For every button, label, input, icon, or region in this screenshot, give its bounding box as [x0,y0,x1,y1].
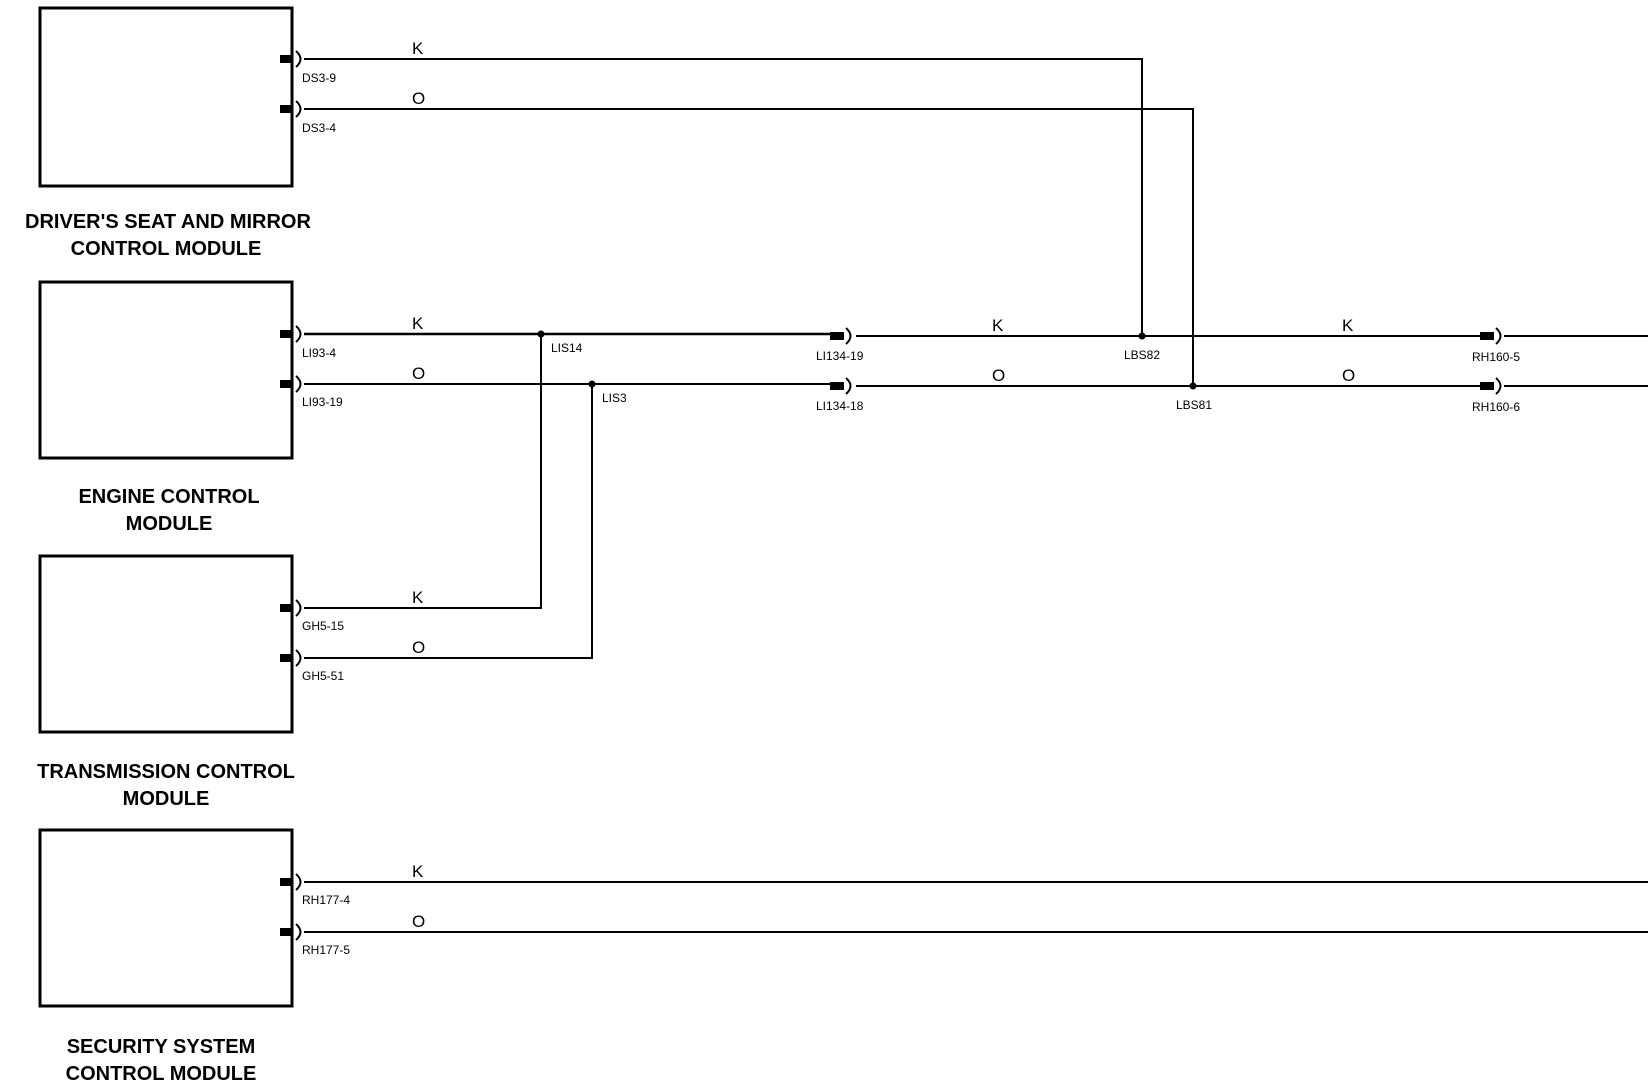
inline-connector-li134-o [830,377,852,395]
security-system-label-line2: CONTROL MODULE [66,1063,257,1084]
wire-color-o-trunk: O [992,366,1005,385]
transmission-control-label-line2: MODULE [123,788,210,810]
engine-control-label-line2: MODULE [126,513,213,535]
inline-connector-li134-k [830,327,852,345]
wire-color-k-ecm: K [412,314,424,333]
splice-label-lbs82: LBS82 [1124,348,1160,362]
pin-label-li134-19: LI134-19 [816,349,864,363]
splice-label-lis3: LIS3 [602,391,627,405]
ssm-pin-o [280,923,302,941]
security-system-module-box [38,828,294,1008]
ecm-pin-o [280,375,302,393]
tcm-pin-k [280,599,302,617]
dsm-o-wire [304,108,1194,386]
pin-label-li93-4: LI93-4 [302,346,336,360]
dsm-k-wire [304,58,1143,336]
tcm-o-wire [304,384,593,659]
wire-color-o-ssm: O [412,912,425,931]
transmission-control-label-line1: TRANSMISSION CONTROL [37,761,295,783]
wire-color-o-dsm: O [412,89,425,108]
driver-seat-mirror-label-line2: CONTROL MODULE [71,238,262,260]
splice-label-lis14: LIS14 [551,341,583,355]
pin-label-gh5-51: GH5-51 [302,669,344,683]
wire-color-k-dsm: K [412,39,424,58]
security-system-label-line1: SECURITY SYSTEM [67,1036,256,1058]
wire-color-k-ssm: K [412,862,424,881]
ssm-pin-k [280,873,302,891]
pin-label-li93-19: LI93-19 [302,395,343,409]
splice-lbs82 [1138,332,1146,340]
pin-label-li134-18: LI134-18 [816,399,864,413]
inline-connector-rh160-k [1480,327,1502,345]
pin-label-rh160-5: RH160-5 [1472,350,1520,364]
wire-color-k-trunk: K [992,316,1004,335]
dsm-pin-k [280,50,302,68]
pin-label-rh177-5: RH177-5 [302,943,350,957]
driver-seat-mirror-module-box [38,6,294,188]
wire-color-k-exit: K [1342,316,1354,335]
engine-control-module-box [38,280,294,460]
wire-color-k-tcm: K [412,588,424,607]
pin-label-ds3-9: DS3-9 [302,71,336,85]
dsm-pin-o [280,100,302,118]
tcm-pin-o [280,649,302,667]
wire-color-o-tcm: O [412,638,425,657]
splice-lbs81 [1189,382,1197,390]
engine-control-label-line1: ENGINE CONTROL [78,486,259,508]
driver-seat-mirror-label-line1: DRIVER'S SEAT AND MIRROR [25,211,311,233]
tcm-k-wire [304,334,542,609]
pin-label-ds3-4: DS3-4 [302,121,336,135]
wire-color-o-exit: O [1342,366,1355,385]
splice-lis3 [588,380,596,388]
wire-color-o-ecm: O [412,364,425,383]
splice-label-lbs81: LBS81 [1176,398,1212,412]
pin-label-rh160-6: RH160-6 [1472,400,1520,414]
ecm-pin-k [280,325,302,343]
splice-lis14 [537,330,545,338]
pin-label-gh5-15: GH5-15 [302,619,344,633]
inline-connector-rh160-o [1480,377,1502,395]
pin-label-rh177-4: RH177-4 [302,893,350,907]
transmission-control-module-box [38,554,294,734]
